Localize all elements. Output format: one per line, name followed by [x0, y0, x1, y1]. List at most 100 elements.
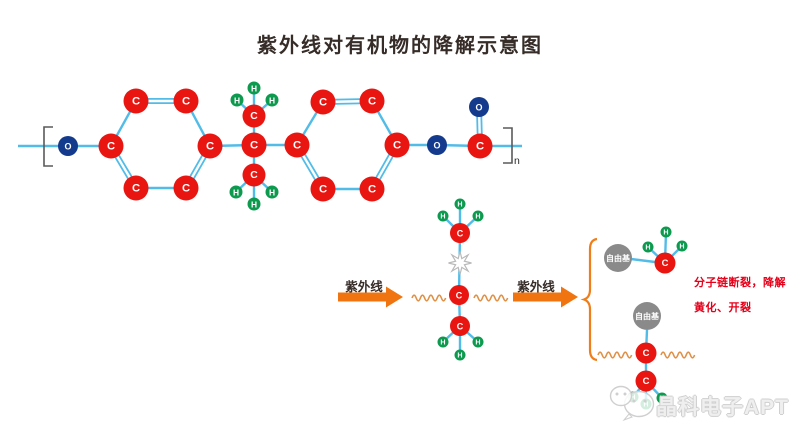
free-radical-label-top: 自由基	[606, 254, 630, 263]
atom-symbol: H	[269, 188, 275, 198]
hydrogen-atom	[472, 210, 484, 222]
chain-break-squiggle	[597, 351, 633, 359]
free-radical-label-bottom: 自由基	[635, 312, 659, 321]
uv-label-left: 紫外线	[345, 280, 383, 294]
hydrogen-atom	[472, 336, 484, 348]
carbon-atom	[173, 175, 199, 201]
carbon-atom	[359, 88, 385, 114]
watermark-text: 晶科电子APT	[656, 396, 789, 419]
atom-symbol: O	[433, 141, 440, 151]
hydrogen-atom	[437, 210, 449, 222]
atom-symbol: H	[645, 244, 650, 252]
atom-symbol: H	[659, 395, 664, 403]
uv-label-right: 紫外线	[517, 280, 555, 294]
atom-symbol: C	[456, 291, 463, 301]
chain-break-squiggle	[411, 294, 447, 302]
atom-symbol: C	[250, 140, 258, 152]
hydrogen-atom	[230, 93, 244, 107]
free-radical-circle	[604, 244, 632, 272]
carbon-atom	[123, 175, 149, 201]
hydrogen-atom	[247, 81, 261, 95]
chain-break-squiggle	[660, 351, 696, 359]
atom-symbol: C	[182, 96, 190, 108]
repeat-bracket	[503, 127, 513, 164]
atom-symbol: O	[475, 103, 482, 113]
carbon-atom	[242, 104, 266, 128]
hydrogen-atom	[454, 198, 466, 210]
single-bond	[630, 257, 656, 264]
carbon-atom	[635, 370, 657, 392]
atom-symbol: C	[368, 96, 376, 108]
bond-break-starburst-icon	[448, 251, 472, 275]
atom-symbol: C	[368, 184, 376, 196]
atom-symbol: H	[440, 213, 445, 221]
atom-symbol: H	[251, 200, 257, 210]
atom-symbol: H	[679, 243, 684, 251]
atom-symbol: C	[132, 183, 140, 195]
atom-symbol: H	[457, 352, 462, 360]
atom-symbol: C	[319, 97, 327, 109]
atom-symbol: H	[233, 188, 239, 198]
atom-symbol: H	[475, 339, 480, 347]
atom-symbol: C	[457, 229, 464, 239]
atom-symbol: H	[269, 96, 275, 106]
page-title: 紫外线对有机物的降解示意图	[257, 35, 543, 57]
repeat-bracket	[43, 126, 53, 167]
hydrogen-atom	[676, 240, 688, 252]
carbon-atom	[197, 133, 223, 159]
wechat-logo-icon	[609, 385, 655, 422]
carbon-atom	[310, 89, 336, 115]
hydrogen-atom	[656, 392, 668, 404]
hydrogen-atom	[229, 185, 243, 199]
atom-symbol: C	[457, 322, 464, 332]
effect-text-line2: 黄化、开裂	[694, 302, 752, 314]
atom-symbol: H	[251, 84, 257, 94]
oxygen-atom	[469, 97, 489, 117]
atom-symbol: H	[234, 96, 240, 106]
hydrogen-atom	[265, 93, 279, 107]
atom-symbol: H	[663, 229, 668, 237]
atom-symbol: C	[662, 258, 669, 269]
carbon-atom	[449, 285, 469, 305]
carbon-atom	[98, 133, 124, 159]
carbon-atom	[173, 88, 199, 114]
oxygen-atom	[427, 135, 447, 155]
hydrogen-atom	[642, 241, 654, 253]
atom-symbol: C	[132, 96, 140, 108]
free-radical-circle	[633, 302, 661, 330]
atom-symbol: O	[64, 142, 71, 152]
hydrogen-atom	[660, 226, 672, 238]
atom-symbol: C	[250, 111, 258, 122]
atom-symbol: C	[293, 140, 301, 152]
products-brace	[580, 237, 598, 362]
atom-symbol: C	[643, 376, 650, 387]
carbon-atom	[635, 342, 657, 364]
oxygen-atom	[58, 136, 78, 156]
hydrogen-atom	[247, 197, 261, 211]
carbon-atom	[241, 132, 267, 158]
atom-symbol: C	[250, 170, 258, 181]
repeat-unit-subscript: n	[514, 155, 520, 167]
carbon-atom	[284, 132, 310, 158]
atom-symbol: C	[319, 184, 327, 196]
carbon-atom	[123, 88, 149, 114]
uv-arrow-icon	[513, 286, 578, 308]
hydrogen-atom	[265, 185, 279, 199]
atom-symbol: C	[107, 141, 115, 153]
effect-text-line1: 分子链断裂，降解	[694, 277, 786, 289]
atom-symbol: C	[393, 140, 401, 152]
hydrogen-atom	[454, 349, 466, 361]
carbon-atom	[467, 133, 493, 159]
atom-symbol: C	[643, 348, 650, 359]
chain-break-squiggle	[473, 294, 509, 302]
carbon-atom	[242, 163, 266, 187]
carbon-atom	[310, 176, 336, 202]
hydrogen-atom	[437, 336, 449, 348]
atom-symbol: H	[457, 201, 462, 209]
atom-symbol: C	[476, 141, 484, 153]
carbon-atom	[384, 132, 410, 158]
